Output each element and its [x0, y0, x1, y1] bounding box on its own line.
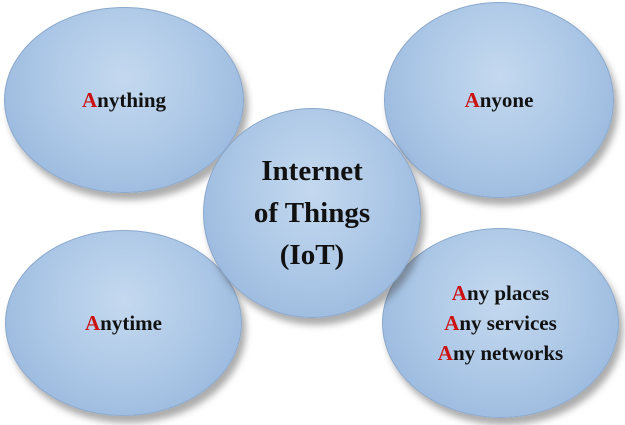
anyone-accent-letter: A [464, 88, 480, 112]
anything-label: Anything [82, 85, 166, 115]
anything-accent-letter: A [81, 88, 98, 112]
bubble-anything: Anything [4, 7, 244, 193]
bubble-any-places-services-networks: Any places Any services Any networks [382, 228, 619, 418]
any-list: Any places Any services Any networks [438, 278, 563, 368]
bubble-internet-of-things: Internet of Things (IoT) [203, 108, 421, 318]
any-services-text: ny services [459, 311, 557, 335]
bubble-anyone: Anyone [384, 2, 614, 198]
any-places-accent-letter: A [451, 281, 467, 305]
anything-text: nything [97, 88, 167, 112]
any-networks-accent-letter: A [437, 341, 453, 365]
anytime-accent-letter: A [85, 311, 101, 335]
any-places-label: Any places [438, 278, 563, 308]
center-title: Internet of Things (IoT) [254, 150, 370, 276]
any-networks-label: Any networks [438, 338, 563, 368]
center-line-1: Internet [261, 155, 363, 187]
anyone-label: Anyone [465, 85, 534, 115]
any-services-accent-letter: A [444, 311, 460, 335]
anyone-text: nyone [479, 88, 534, 112]
any-places-text: ny places [466, 281, 550, 305]
bubble-anytime: Anytime [5, 230, 242, 416]
any-networks-text: ny networks [452, 341, 564, 365]
center-line-3: (IoT) [279, 239, 345, 271]
anytime-label: Anytime [85, 308, 162, 338]
any-services-label: Any services [438, 308, 563, 338]
center-line-2: of Things [253, 197, 371, 229]
anytime-text: nytime [100, 311, 162, 335]
